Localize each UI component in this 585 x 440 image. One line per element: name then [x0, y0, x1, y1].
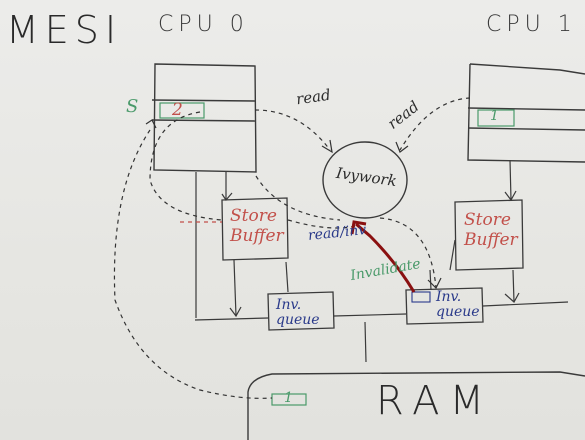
inv-queue-right-label: Inv. queue [436, 289, 480, 320]
cpu1-line-value: 1 [490, 108, 499, 124]
inv-queue-left-label: Inv. queue [276, 297, 320, 328]
cpu0-line-value: 2 [172, 100, 183, 120]
cpu0-line-state: S [126, 96, 139, 117]
dashed-flows [113, 97, 471, 399]
ram-cell [271, 393, 307, 406]
inv-queue-right-box [405, 287, 484, 325]
board-title: MESI [6, 8, 123, 52]
cpu1-label: CPU 1 [486, 12, 577, 37]
cpu0-cache-line [159, 102, 205, 119]
invalidate-arrowhead [350, 220, 367, 235]
store-buffer-left-box [221, 197, 289, 261]
ram-label: RAM [376, 378, 495, 424]
bus-arrowheads [221, 190, 520, 318]
cpu0-cache [151, 63, 257, 173]
store-buffer-right-box [454, 199, 524, 271]
store-buffer-left-label: Store Buffer [230, 206, 284, 246]
inv-queue-right-entry [411, 291, 431, 303]
cpu1-cache [467, 63, 585, 163]
inv-queue-left-box [267, 291, 335, 331]
interconnect-circle [322, 141, 408, 219]
store-buffer-right-label: Store Buffer [464, 210, 518, 250]
cpu0-label: CPU 0 [158, 12, 249, 37]
ram-block [247, 371, 585, 440]
ram-value: 1 [284, 390, 293, 406]
cpu1-cache-line [477, 109, 515, 127]
bus-lines [194, 159, 569, 363]
dashed-arrowheads [145, 119, 442, 290]
invalidate-arrow [355, 222, 416, 293]
